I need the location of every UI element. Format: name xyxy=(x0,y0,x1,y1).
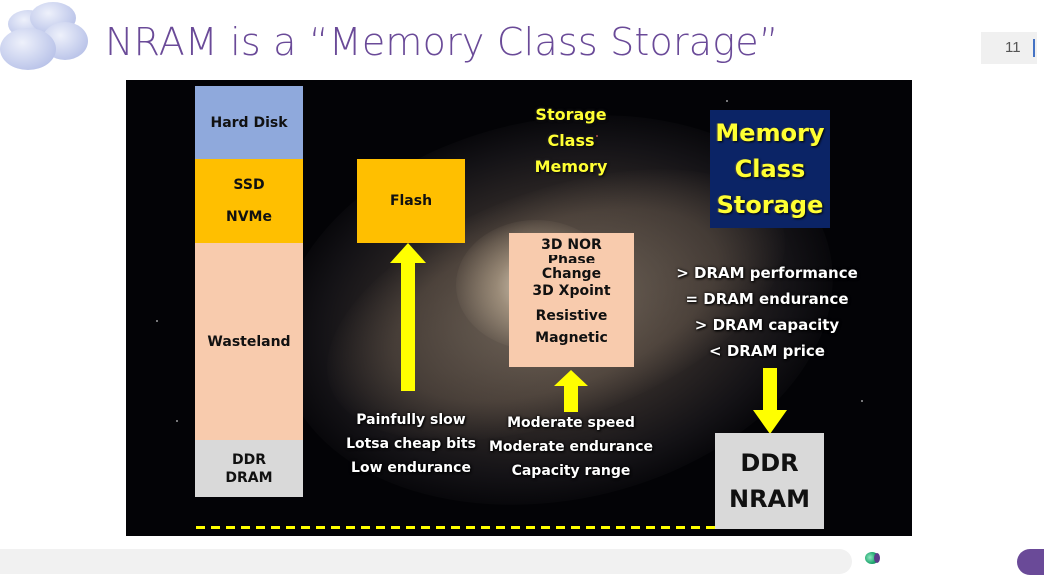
flash-note: Painfully slow xyxy=(356,412,466,428)
flash-up-arrow-icon xyxy=(390,243,426,391)
ddr-dram-block: DDR DRAM xyxy=(195,440,303,497)
emerging-up-arrow-icon xyxy=(554,370,588,412)
ssd-nvme-block: SSD NVMe xyxy=(195,159,303,243)
memory-class-storage-notes: > DRAM performance = DRAM endurance > DR… xyxy=(656,260,878,364)
flash-notes: Painfully slow Lotsa cheap bits Low endu… xyxy=(338,408,484,480)
star xyxy=(596,135,598,137)
ddr-nram-line: NRAM xyxy=(728,485,811,513)
emerging-note: Capacity range xyxy=(511,463,631,479)
star xyxy=(176,420,178,422)
mcs-note: = DRAM endurance xyxy=(685,290,849,308)
footer-purple-tab xyxy=(1017,549,1044,575)
mcs-note: > DRAM performance xyxy=(676,264,858,282)
scm-line: Storage xyxy=(535,105,607,124)
hard-disk-label: Hard Disk xyxy=(210,114,288,131)
flash-label: Flash xyxy=(389,193,433,209)
star xyxy=(156,320,158,322)
slide-number-divider xyxy=(1033,39,1035,57)
flash-note: Low endurance xyxy=(351,460,471,476)
star xyxy=(726,100,728,102)
memory-hierarchy-figure: Hard Disk SSD NVMe Wasteland DDR DRAM Fl… xyxy=(126,80,912,536)
emerging-note: Moderate endurance xyxy=(488,439,654,455)
mcs-line: Class xyxy=(734,155,806,183)
mcs-down-arrow-icon xyxy=(753,368,787,434)
scm-line: Class xyxy=(547,131,595,150)
footer-gem-icon xyxy=(865,552,880,564)
dram-label-line1: DDR xyxy=(231,451,267,468)
wasteland-label: Wasteland xyxy=(207,333,291,350)
emerging-item-overlapped: Phase xyxy=(547,255,596,263)
ddr-nram-line: DDR xyxy=(740,449,799,477)
cloud-cluster-icon xyxy=(0,0,95,75)
slide-number-box: 11 xyxy=(981,32,1037,64)
mcs-note: < DRAM price xyxy=(709,342,825,360)
dram-label-line2: DRAM xyxy=(225,469,273,486)
mcs-line: Storage xyxy=(716,191,824,219)
emerging-item: 3D Xpoint xyxy=(532,283,611,299)
footer-bar xyxy=(0,549,852,574)
storage-class-memory-label: Storage Class Memory xyxy=(512,102,630,180)
nvme-label: NVMe xyxy=(226,209,272,225)
scm-line: Memory xyxy=(534,157,608,176)
emerging-notes: Moderate speed Moderate endurance Capaci… xyxy=(478,411,664,483)
emerging-item: Resistive xyxy=(535,308,608,324)
mcs-note: > DRAM capacity xyxy=(694,316,840,334)
dashed-baseline xyxy=(196,526,716,529)
hard-disk-block: Hard Disk xyxy=(195,86,303,159)
emerging-item: Magnetic xyxy=(535,330,608,346)
flash-block: Flash xyxy=(357,159,465,243)
slide-title: NRAM is a “Memory Class Storage” xyxy=(105,20,779,64)
mcs-line: Memory xyxy=(715,119,825,147)
emerging-item: Change xyxy=(541,266,602,282)
star xyxy=(861,400,863,402)
emerging-note: Moderate speed xyxy=(507,415,635,431)
flash-note: Lotsa cheap bits xyxy=(346,436,476,452)
ssd-label: SSD xyxy=(233,177,265,193)
wasteland-block: Wasteland xyxy=(195,243,303,440)
memory-class-storage-block: Memory Class Storage xyxy=(710,110,830,228)
emerging-memory-block: 3D NOR Phase Change 3D Xpoint Resistive … xyxy=(509,233,634,367)
emerging-item: 3D NOR xyxy=(541,237,602,253)
slide-number: 11 xyxy=(1005,39,1021,56)
ddr-nram-block: DDR NRAM xyxy=(715,433,824,529)
